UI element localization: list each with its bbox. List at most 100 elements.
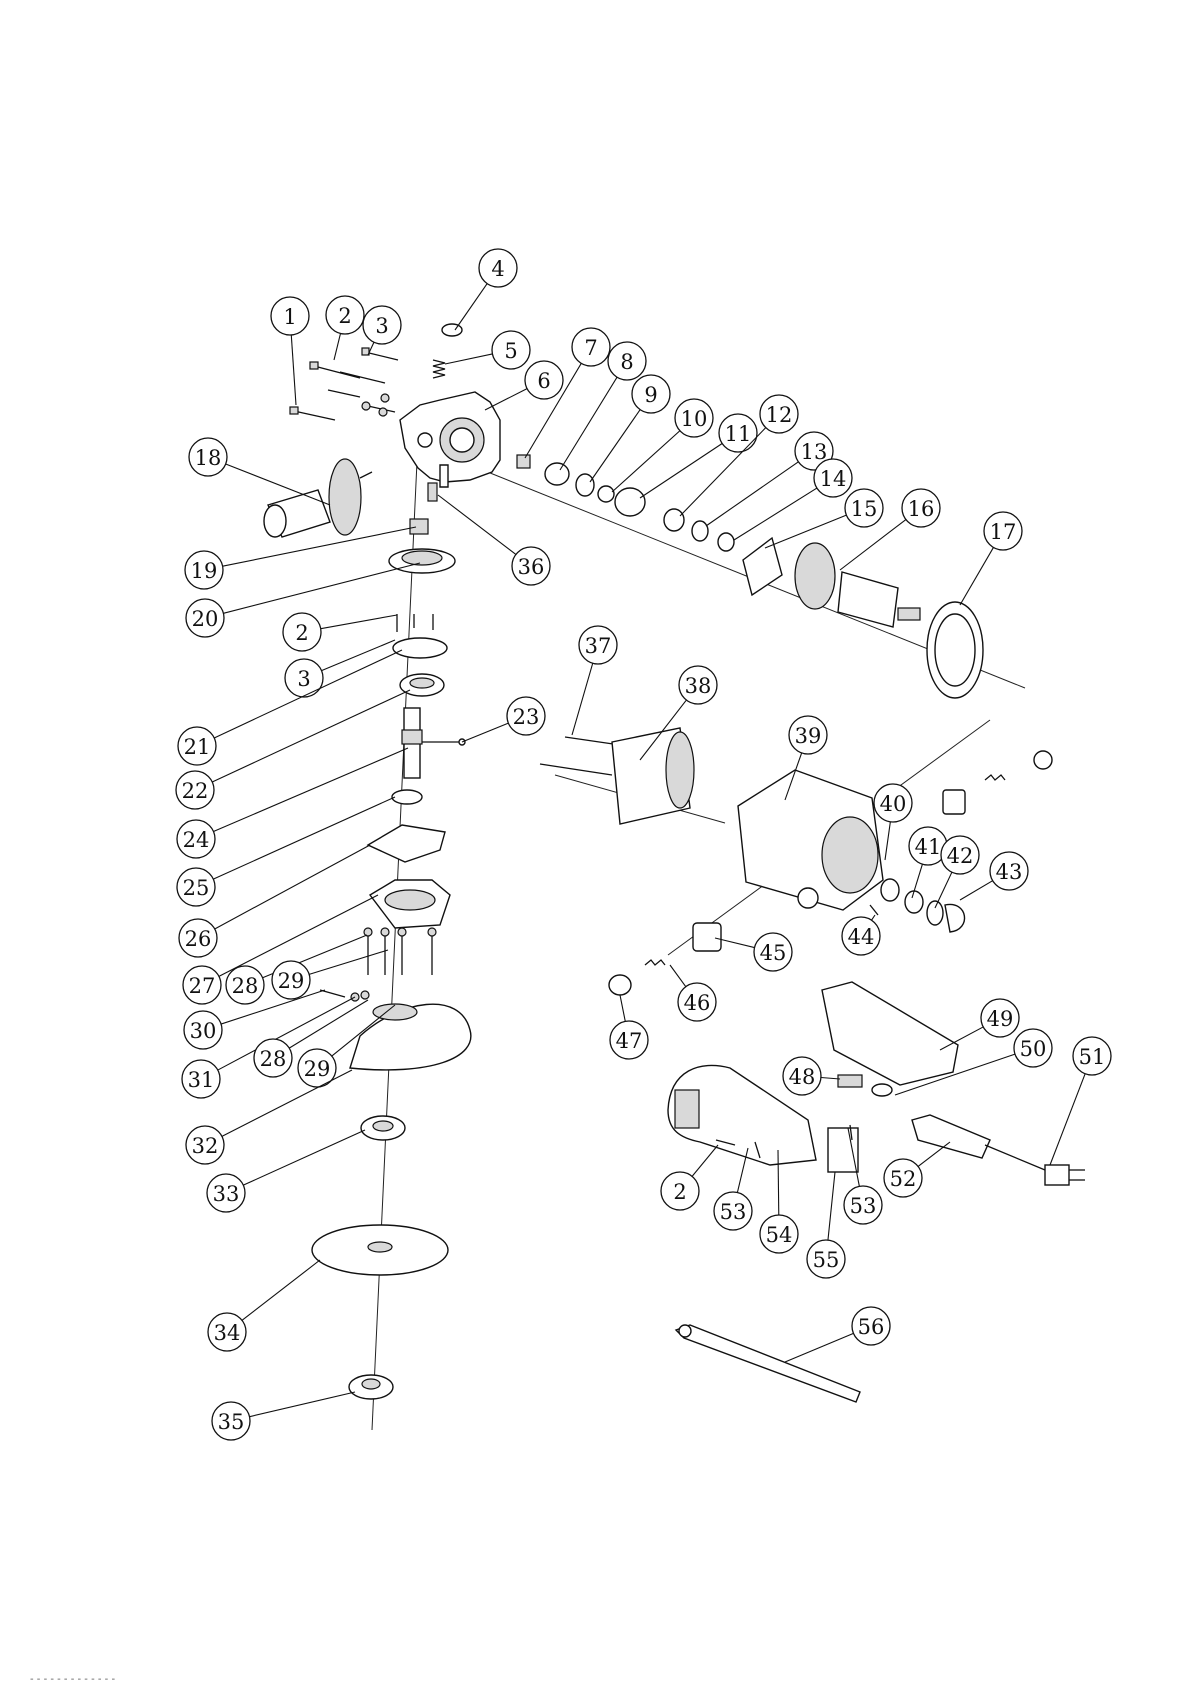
callout-number: 39: [795, 724, 822, 748]
part-callout-29: 29: [272, 950, 388, 999]
callout-number: 35: [218, 1410, 245, 1434]
leader-line: [590, 410, 640, 482]
callout-number: 33: [213, 1182, 240, 1206]
callout-number: 43: [996, 860, 1023, 884]
leader-line: [291, 335, 296, 405]
part-callout-9: 9: [590, 375, 670, 482]
leader-line: [692, 1145, 718, 1176]
callout-number: 17: [990, 520, 1017, 544]
leader-line: [243, 1130, 365, 1185]
leader-line: [706, 462, 798, 526]
part-callout-47: 47: [610, 995, 648, 1059]
callout-number: 27: [189, 974, 216, 998]
leader-line: [462, 723, 508, 742]
callout-number: 55: [813, 1248, 840, 1272]
callout-number: 24: [183, 828, 210, 852]
part-callout-36: 36: [438, 495, 550, 585]
part-callout-35: 35: [212, 1392, 355, 1440]
part-callout-53: 53: [714, 1148, 752, 1230]
callout-number: 10: [681, 407, 708, 431]
leader-line: [935, 872, 952, 908]
callout-number: 53: [850, 1194, 877, 1218]
callout-number: 28: [232, 974, 259, 998]
leader-line: [223, 563, 420, 613]
callout-number: 41: [915, 835, 942, 859]
leader-line: [213, 748, 408, 832]
part-callout-19: 19: [185, 527, 416, 589]
leader-line: [289, 1000, 368, 1048]
callout-number: 26: [185, 927, 212, 951]
callout-layer: 1234567891011121314151617181920232122232…: [176, 249, 1111, 1440]
callout-number: 52: [890, 1167, 917, 1191]
part-callout-5: 5: [445, 331, 530, 369]
spindle-stack: [312, 519, 471, 1399]
part-callout-46: 46: [670, 965, 716, 1021]
callout-number: 54: [766, 1223, 793, 1247]
part-callout-56: 56: [785, 1307, 890, 1362]
leader-line: [213, 797, 395, 879]
callout-number: 56: [858, 1315, 885, 1339]
callout-number: 49: [987, 1007, 1014, 1031]
callout-number: 48: [789, 1065, 816, 1089]
leader-line: [572, 663, 593, 735]
leader-line: [438, 495, 516, 554]
callout-number: 3: [297, 667, 310, 691]
callout-number: 37: [585, 634, 612, 658]
leader-line: [212, 690, 410, 782]
leader-line: [215, 845, 370, 929]
callout-number: 2: [295, 621, 308, 645]
leader-line: [485, 389, 527, 410]
part-callout-55: 55: [807, 1172, 845, 1278]
leader-line: [840, 520, 906, 570]
callout-number: 47: [616, 1029, 643, 1053]
callout-number: 9: [644, 383, 657, 407]
callout-number: 6: [537, 369, 550, 393]
callout-number: 19: [191, 559, 218, 583]
callout-number: 44: [848, 925, 875, 949]
callout-number: 13: [801, 440, 828, 464]
part-callout-2: 2: [661, 1145, 718, 1210]
leader-line: [872, 915, 875, 920]
rear-handle-assembly: [668, 982, 1085, 1185]
leader-line: [765, 515, 846, 548]
leader-line: [785, 1333, 853, 1362]
callout-number: 34: [214, 1321, 241, 1345]
leader-line: [242, 1260, 320, 1320]
part-callout-4: 4: [455, 249, 517, 330]
part-callout-51: 51: [1050, 1037, 1111, 1165]
leader-line: [250, 1392, 355, 1417]
part-callout-33: 33: [207, 1130, 365, 1212]
leader-line: [445, 354, 492, 364]
callout-number: 5: [504, 339, 517, 363]
leader-line: [640, 444, 722, 498]
leader-line: [778, 1150, 779, 1215]
callout-number: 16: [908, 497, 935, 521]
callout-number: 7: [584, 336, 597, 360]
callout-number: 42: [947, 844, 974, 868]
part-callout-1: 1: [271, 297, 309, 405]
callout-number: 30: [190, 1019, 217, 1043]
callout-number: 8: [620, 350, 633, 374]
callout-number: 40: [880, 792, 907, 816]
part-callout-10: 10: [612, 399, 713, 492]
callout-number: 29: [304, 1057, 331, 1081]
callout-number: 36: [518, 555, 545, 579]
pin-wrench: [676, 1325, 860, 1402]
callout-number: 15: [851, 497, 878, 521]
leader-line: [322, 640, 395, 671]
callout-number: 50: [1020, 1037, 1047, 1061]
callout-number: 51: [1079, 1045, 1106, 1069]
footer-text: ‐ ‐ ‐ ‐ ‐ ‐ ‐ ‐ ‐ ‐ ‐ ‐ ‐: [30, 1674, 115, 1685]
callout-number: 18: [195, 446, 222, 470]
callout-number: 32: [192, 1134, 219, 1158]
part-callout-23: 23: [462, 697, 545, 742]
callout-number: 45: [760, 941, 787, 965]
leader-line: [821, 1077, 840, 1079]
leader-line: [455, 284, 487, 330]
leader-line: [223, 527, 416, 566]
callout-number: 29: [278, 969, 305, 993]
part-callout-2: 2: [326, 296, 364, 360]
leader-line: [918, 1142, 950, 1166]
leader-line: [885, 822, 890, 860]
